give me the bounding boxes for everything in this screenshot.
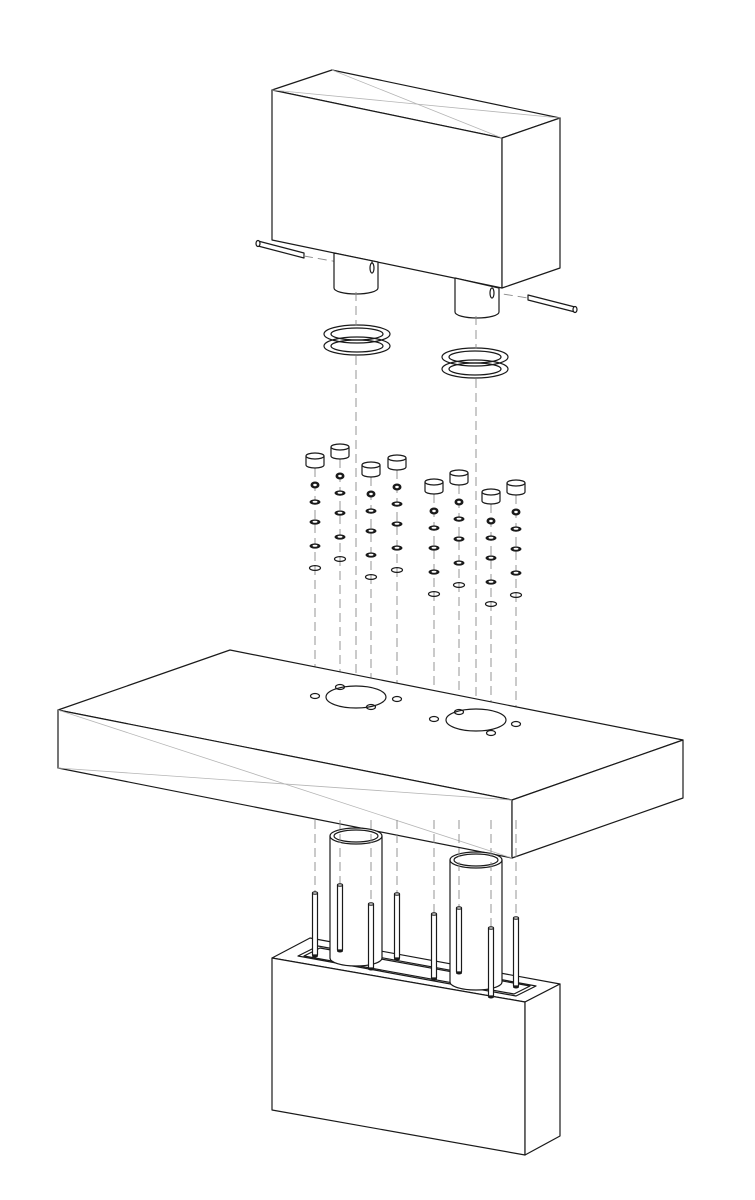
washer <box>335 472 345 480</box>
washer <box>484 600 498 607</box>
fastener-cap <box>506 479 526 496</box>
washer <box>486 517 496 525</box>
fastener-stack-group <box>305 443 526 730</box>
washer <box>428 545 440 551</box>
bolt-hole <box>391 695 403 703</box>
washer <box>427 590 441 597</box>
washer <box>333 555 347 562</box>
washer <box>310 481 320 489</box>
washer <box>334 490 346 496</box>
washer <box>485 579 497 585</box>
washer <box>365 508 377 514</box>
fastener-stack <box>449 469 469 709</box>
threaded-rod <box>512 820 520 989</box>
washer <box>454 498 464 506</box>
fastener-stack <box>424 478 444 716</box>
washer <box>365 552 377 558</box>
washer <box>366 490 376 498</box>
washer <box>365 528 377 534</box>
gasket-ring-pair-right <box>441 347 509 379</box>
bolt-hole <box>334 683 346 691</box>
threaded-rod <box>336 820 344 953</box>
threaded-rod-group <box>311 820 520 999</box>
fastener-stack <box>481 488 501 730</box>
bolt-hole <box>510 720 522 728</box>
spigot-right <box>454 277 500 319</box>
fastener-stack <box>330 443 350 684</box>
washer <box>392 483 402 491</box>
washer <box>453 516 465 522</box>
bolt-hole <box>309 692 321 700</box>
fastener-cap <box>424 478 444 495</box>
slab <box>57 649 684 859</box>
bolt-hole <box>485 729 497 737</box>
locking-pin-right <box>489 291 578 314</box>
washer <box>509 591 523 598</box>
washer <box>391 501 403 507</box>
fastener-cap <box>305 452 325 469</box>
fastener-stack <box>305 452 325 693</box>
threaded-rod <box>393 820 401 961</box>
top-block <box>271 69 561 289</box>
washer <box>510 526 522 532</box>
gasket-ring-pair-left <box>323 324 391 356</box>
fastener-stack <box>387 454 407 696</box>
washer <box>428 525 440 531</box>
bolt-hole-group <box>309 683 522 737</box>
fastener-stack <box>506 479 526 721</box>
washer <box>391 521 403 527</box>
fastener-cap <box>387 454 407 471</box>
washer <box>453 560 465 566</box>
washer <box>391 545 403 551</box>
washer <box>429 507 439 515</box>
threaded-rod <box>487 820 495 999</box>
washer <box>452 581 466 588</box>
washer <box>453 536 465 542</box>
washer <box>308 564 322 571</box>
pipe-opening-right <box>445 708 507 732</box>
washer <box>364 573 378 580</box>
washer <box>510 570 522 576</box>
washer <box>309 499 321 505</box>
fastener-cap <box>481 488 501 505</box>
washer <box>485 555 497 561</box>
fastener-cap <box>449 469 469 486</box>
pipe-opening-left <box>325 685 387 709</box>
threaded-rod <box>430 820 438 981</box>
threaded-rod <box>311 820 319 958</box>
bolt-hole <box>365 703 377 711</box>
washer <box>428 569 440 575</box>
washer <box>334 534 346 540</box>
washer <box>309 543 321 549</box>
spigot-left <box>333 252 379 295</box>
washer <box>390 566 404 573</box>
threaded-rod <box>455 820 463 975</box>
bolt-hole <box>428 715 440 723</box>
fastener-cap <box>330 443 350 460</box>
fastener-stack <box>361 461 381 704</box>
washer <box>511 508 521 516</box>
threaded-rod <box>367 820 375 971</box>
washer <box>485 535 497 541</box>
washer <box>334 510 346 516</box>
bolt-hole <box>453 708 465 716</box>
washer <box>510 546 522 552</box>
fastener-cap <box>361 461 381 478</box>
washer <box>309 519 321 525</box>
